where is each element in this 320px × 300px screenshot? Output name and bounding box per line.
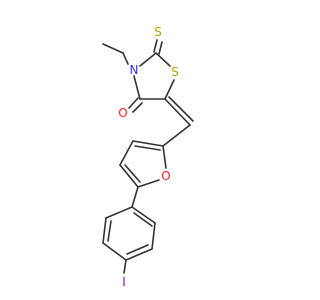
c5-ch-double-bond-a [164, 98, 191, 126]
furan-c4-c5-bond-b [124, 164, 141, 183]
phenyl-iodine-bond [123, 259, 127, 274]
c2-s-exo-double-bond-b [158, 41, 163, 55]
thione-sulfur-atom-label: S [154, 25, 162, 39]
s-ring-c5-bond [164, 79, 175, 100]
phenyl-bond-3-inner [126, 244, 149, 255]
phenyl-bond-4 [102, 242, 127, 261]
chemical-structure: N S S O O I [102, 25, 194, 289]
furan-c5-o-bond [137, 179, 160, 188]
phenyl-bond-1 [131, 206, 156, 224]
ethyl-ch3-ch2-bond [102, 43, 124, 54]
carbonyl-oxygen-atom-label: O [118, 106, 127, 120]
nitrogen-atom-label: N [130, 63, 139, 77]
phenyl-bond-6 [105, 206, 133, 219]
furan-phenyl-bond [131, 186, 139, 208]
n-c2-bond [139, 52, 157, 67]
c2-s-exo-double-bond-a [153, 39, 158, 53]
c4-n-bond [133, 75, 141, 100]
iodine-atom-label: I [122, 275, 126, 289]
ethyl-ch2-n-bond [122, 52, 129, 65]
c5-ch-double-bond-b [168, 96, 194, 122]
phenyl-bond-1-inner [133, 212, 153, 227]
phenyl-bond-2 [151, 222, 156, 250]
c4-o-double-bond-b [132, 102, 143, 113]
c4-o-double-bond-a [128, 97, 139, 109]
furan-c3-c4-bond [119, 140, 134, 166]
ring-sulfur-atom-label: S [171, 65, 179, 79]
c2-s-ring-bond [155, 52, 171, 67]
furan-oxygen-atom-label: O [161, 169, 170, 183]
phenyl-bond-3 [125, 248, 153, 261]
atom-labels: N S S O O I [118, 25, 179, 289]
phenyl-bond-5-inner [107, 220, 112, 242]
ch-furan-bond [162, 124, 191, 147]
phenyl-bond-5 [102, 217, 107, 244]
furan-c4-c5-bond-a [119, 164, 139, 188]
bonds [102, 39, 194, 274]
furan-c2-c3-bond-a [132, 140, 164, 147]
furan-o-c2-bond [162, 145, 167, 169]
furan-c2-c3-bond-b [134, 145, 161, 151]
